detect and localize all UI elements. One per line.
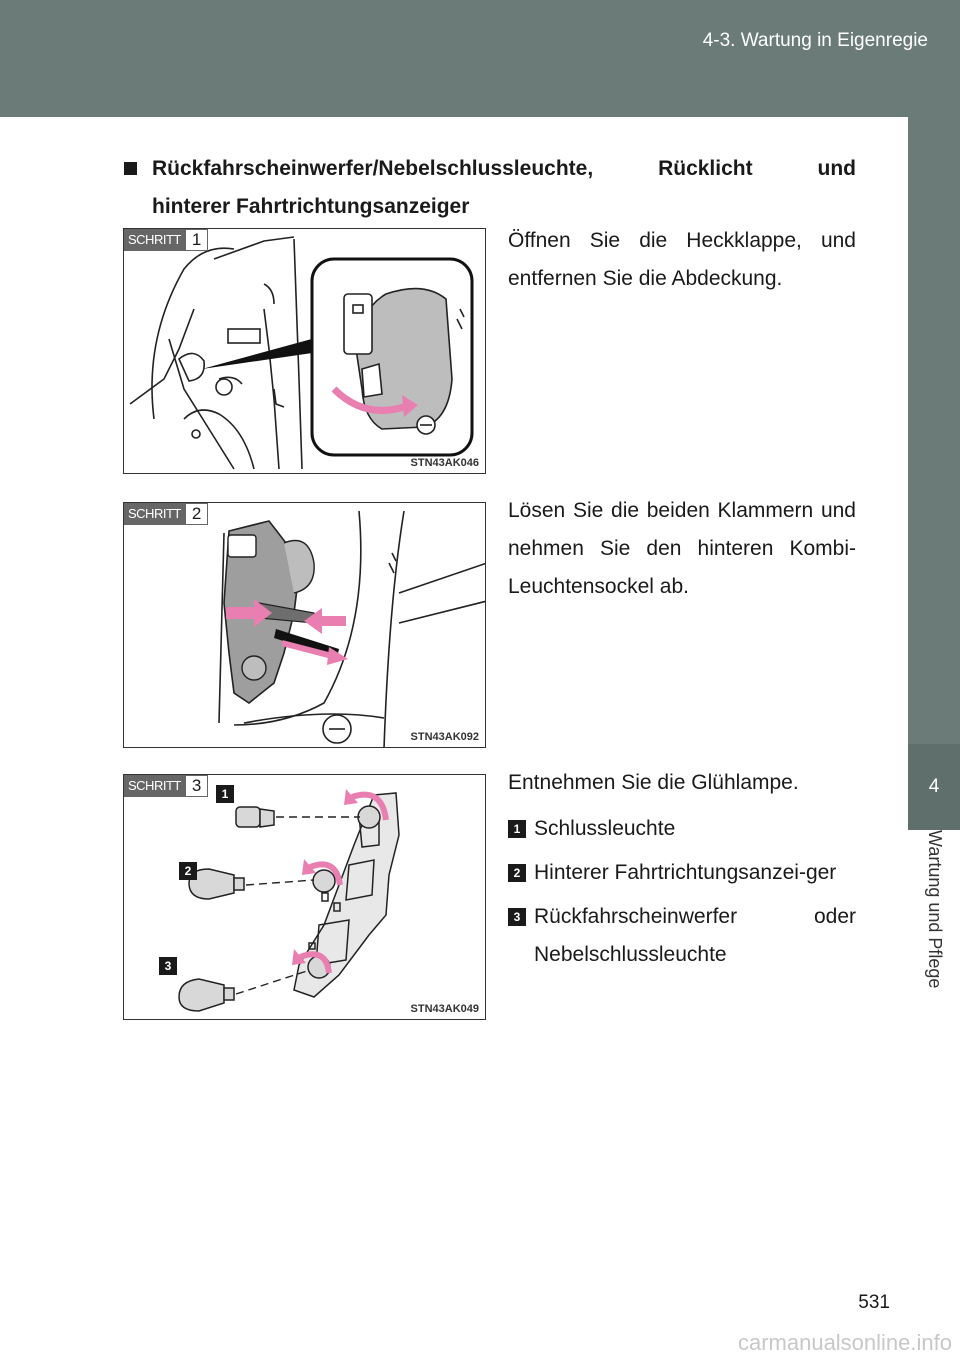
chapter-number: 4: [908, 744, 960, 830]
step-badge: SCHRITT 3: [124, 775, 209, 797]
bulb-removal-illustration: [178, 789, 400, 1012]
image-code: STN43AK049: [410, 1003, 479, 1015]
side-tab: [908, 117, 960, 744]
step-badge-word: SCHRITT: [124, 503, 185, 525]
step-2-figure: SCHRITT 2 STN43AK092: [123, 502, 486, 748]
page-number: 531: [858, 1292, 890, 1313]
legend-number: 1: [508, 820, 526, 838]
page-header: 4-3. Wartung in Eigenregie: [0, 0, 960, 117]
step-3-instruction: Entnehmen Sie die Glühlampe.: [508, 771, 799, 794]
legend-item: 2 Hinterer Fahrtrichtungsanzei-ger: [508, 854, 856, 892]
heading-line-2: hinterer Fahrtrichtungsanzeiger: [152, 195, 470, 218]
square-bullet-icon: [124, 162, 137, 175]
legend-label: Hinterer Fahrtrichtungsanzei-ger: [534, 861, 837, 884]
chapter-title: Wartung und Pflege: [908, 830, 960, 1050]
legend-label: Rückfahrscheinwerfer oder Nebelschlussle…: [534, 905, 856, 966]
legend-marker: 3: [159, 957, 177, 975]
trunk-cover-illustration: [129, 236, 474, 470]
section-title: 4-3. Wartung in Eigenregie: [702, 30, 928, 51]
section-heading: Rückfahrscheinwerfer/Nebelschlussleuchte…: [124, 150, 856, 226]
legend-item: 3 Rückfahrscheinwerfer oder Nebelschluss…: [508, 898, 856, 974]
image-code: STN43AK092: [410, 731, 479, 743]
lamp-socket-illustration: [218, 510, 485, 747]
step-badge-word: SCHRITT: [124, 229, 185, 251]
legend-number: 2: [508, 864, 526, 882]
legend-marker: 2: [179, 862, 197, 880]
step-3-text: Entnehmen Sie die Glühlampe. 1 Schlussle…: [508, 764, 856, 974]
step-1-figure: SCHRITT 1: [123, 228, 486, 474]
chapter-title-text: Wartung und Pflege: [925, 830, 945, 989]
step-badge: SCHRITT 1: [124, 229, 209, 251]
step-1-text: Öffnen Sie die Heckklappe, und entfernen…: [508, 229, 856, 290]
legend-marker: 1: [216, 785, 234, 803]
step-badge-number: 1: [184, 229, 209, 251]
step-2-text: Lösen Sie die beiden Klammern und nehmen…: [508, 499, 856, 598]
step-badge-number: 2: [184, 503, 209, 525]
step-badge: SCHRITT 2: [124, 503, 209, 525]
heading-line-1: Rückfahrscheinwerfer/Nebelschlussleuchte…: [152, 157, 856, 180]
step-badge-number: 3: [184, 775, 209, 797]
watermark: carmanualsonline.info: [737, 1330, 952, 1355]
image-code: STN43AK046: [410, 457, 479, 469]
step-3-figure: SCHRITT 3: [123, 774, 486, 1020]
legend-number: 3: [508, 908, 526, 926]
legend-item: 1 Schlussleuchte: [508, 810, 856, 848]
step-badge-word: SCHRITT: [124, 775, 185, 797]
legend-label: Schlussleuchte: [534, 817, 676, 840]
